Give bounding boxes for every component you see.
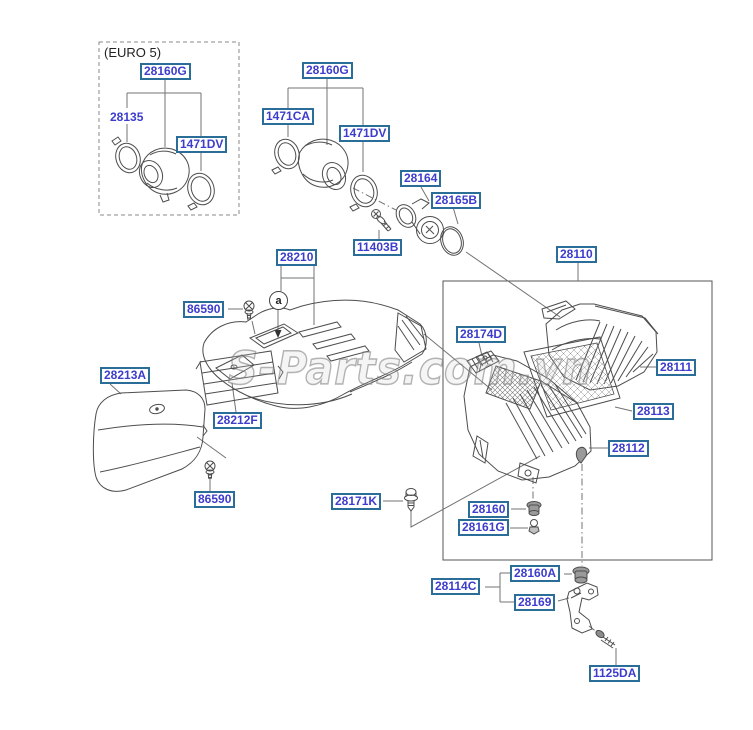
callout-a: a: [269, 291, 288, 310]
part-label-28160a[interactable]: 28160A: [510, 565, 561, 582]
part-label-86590-duct[interactable]: 86590: [183, 301, 225, 318]
air-guide-28212F-drawing: [195, 350, 284, 406]
part-label-28210[interactable]: 28210: [276, 249, 318, 266]
part-label-28161g[interactable]: 28161G: [458, 519, 509, 536]
intake-duct-28210-drawing: [202, 299, 427, 409]
arrow-down-icon: [274, 330, 282, 338]
part-label-28111[interactable]: 28111: [656, 359, 697, 376]
hardware-drawings: [404, 488, 616, 649]
filter-28113-drawing: [523, 336, 621, 418]
cover-28213A-drawing: [92, 389, 208, 492]
part-label-28114c[interactable]: 28114C: [431, 578, 481, 595]
part-label-86590-cover[interactable]: 86590: [194, 491, 236, 508]
part-label-28165b[interactable]: 28165B: [431, 192, 482, 209]
main-duct-drawing: [271, 138, 464, 256]
part-label-28212f[interactable]: 28212F: [213, 412, 262, 429]
part-label-28113[interactable]: 28113: [633, 403, 674, 420]
part-label-1125da[interactable]: 1125DA: [589, 665, 641, 682]
part-label-28160[interactable]: 28160: [468, 501, 510, 518]
part-label-1471dv-euro5[interactable]: 1471DV: [176, 136, 228, 153]
euro5-duct-drawing: [111, 136, 215, 211]
part-label-28169[interactable]: 28169: [514, 594, 556, 611]
part-label-28160g-euro5[interactable]: 28160G: [140, 63, 191, 80]
part-label-1471ca[interactable]: 1471CA: [262, 108, 315, 125]
euro5-note: (EURO 5): [104, 45, 162, 60]
lower-body-28112-drawing: [463, 350, 592, 484]
part-label-28164[interactable]: 28164: [400, 170, 442, 187]
part-label-28213a[interactable]: 28213A: [100, 367, 151, 384]
callout-a-letter: a: [275, 294, 282, 307]
euro5-dashed-box: [98, 41, 240, 216]
part-label-28135[interactable]: 28135: [110, 110, 144, 124]
part-label-28112[interactable]: 28112: [608, 440, 649, 457]
part-label-28171k[interactable]: 28171K: [331, 493, 382, 510]
part-label-28110[interactable]: 28110: [556, 246, 597, 263]
part-label-1471dv[interactable]: 1471DV: [339, 125, 391, 142]
part-label-11403b[interactable]: 11403B: [353, 239, 403, 256]
screw-86590-drawings: [204, 300, 255, 480]
part-label-28160g[interactable]: 28160G: [302, 62, 353, 79]
part-label-28174d[interactable]: 28174D: [456, 326, 507, 343]
